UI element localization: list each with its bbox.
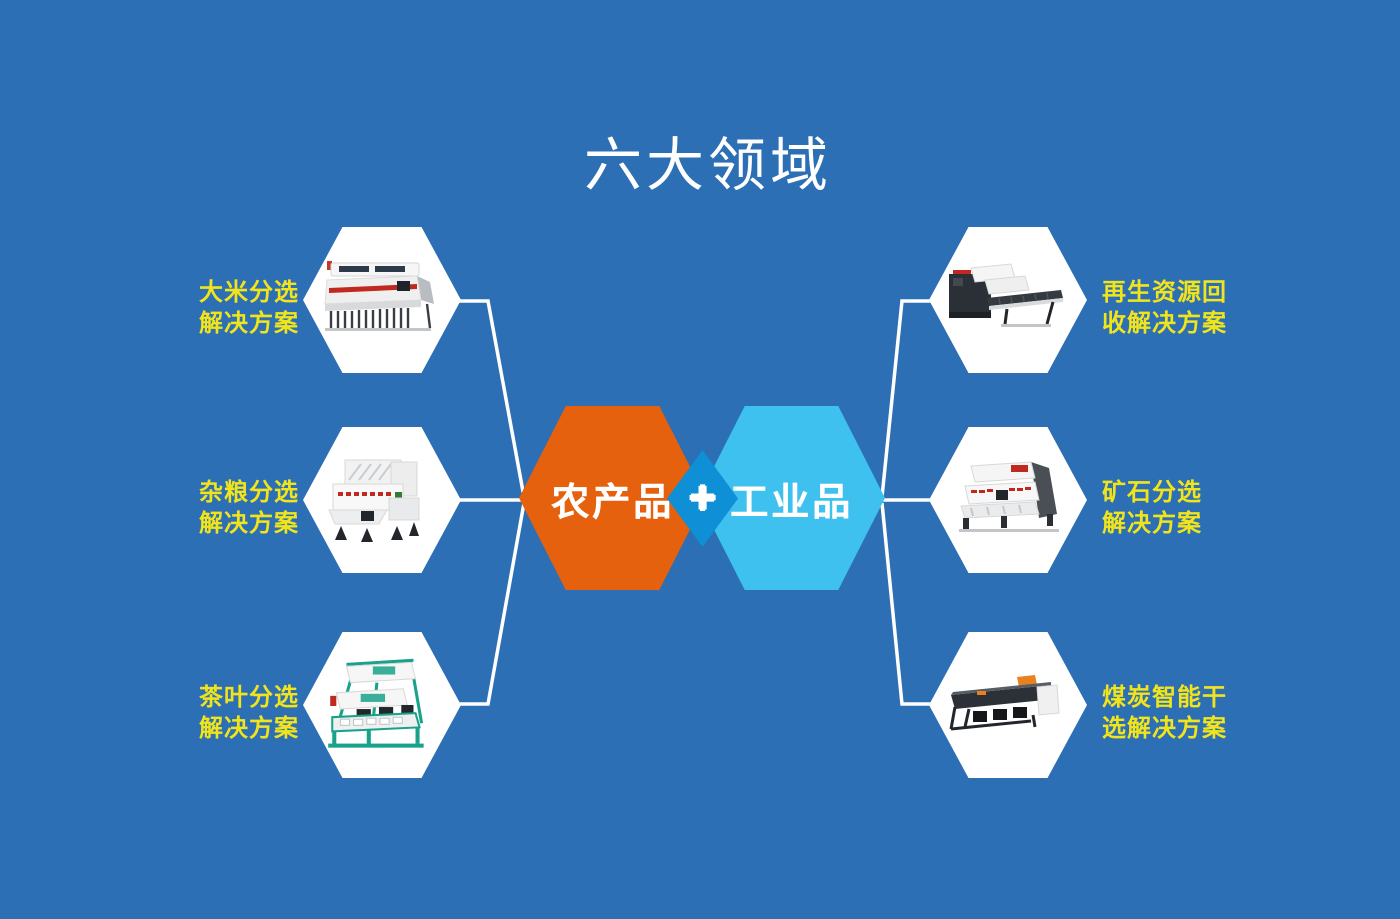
hexagon-grain-solution: [303, 427, 461, 573]
connector-right-bottom: [880, 502, 932, 706]
label-ore-solution: 矿石分选 解决方案: [1102, 479, 1202, 537]
agricultural-products-label: 农产品: [550, 481, 674, 524]
industrial-products-label: 工业品: [729, 481, 853, 524]
connector-left-bottom: [458, 502, 526, 706]
label-tea-solution: 茶叶分选 解决方案: [199, 684, 299, 742]
coal-dry-sorter-image: [949, 675, 1060, 731]
rice-color-sorter-image: [324, 261, 434, 331]
ore-sorter-image: [959, 461, 1059, 532]
label-recycling-solution: 再生资源回 收解决方案: [1102, 279, 1227, 337]
plus-icon: +: [689, 470, 716, 523]
page-title: 六大领域: [583, 133, 832, 198]
recycling-sorter-image: [949, 263, 1063, 327]
connector-left-top: [458, 299, 526, 498]
hexagon-tea-solution: [303, 632, 461, 778]
label-coal-solution: 煤炭智能干 选解决方案: [1102, 684, 1227, 742]
grain-color-sorter-image: [328, 459, 420, 542]
connector-right-top: [880, 299, 932, 498]
hexagon-rice-solution: [303, 227, 461, 373]
tea-color-sorter-image: [328, 658, 424, 748]
label-grain-solution: 杂粮分选 解决方案: [199, 479, 299, 537]
label-rice-solution: 大米分选 解决方案: [199, 279, 299, 337]
